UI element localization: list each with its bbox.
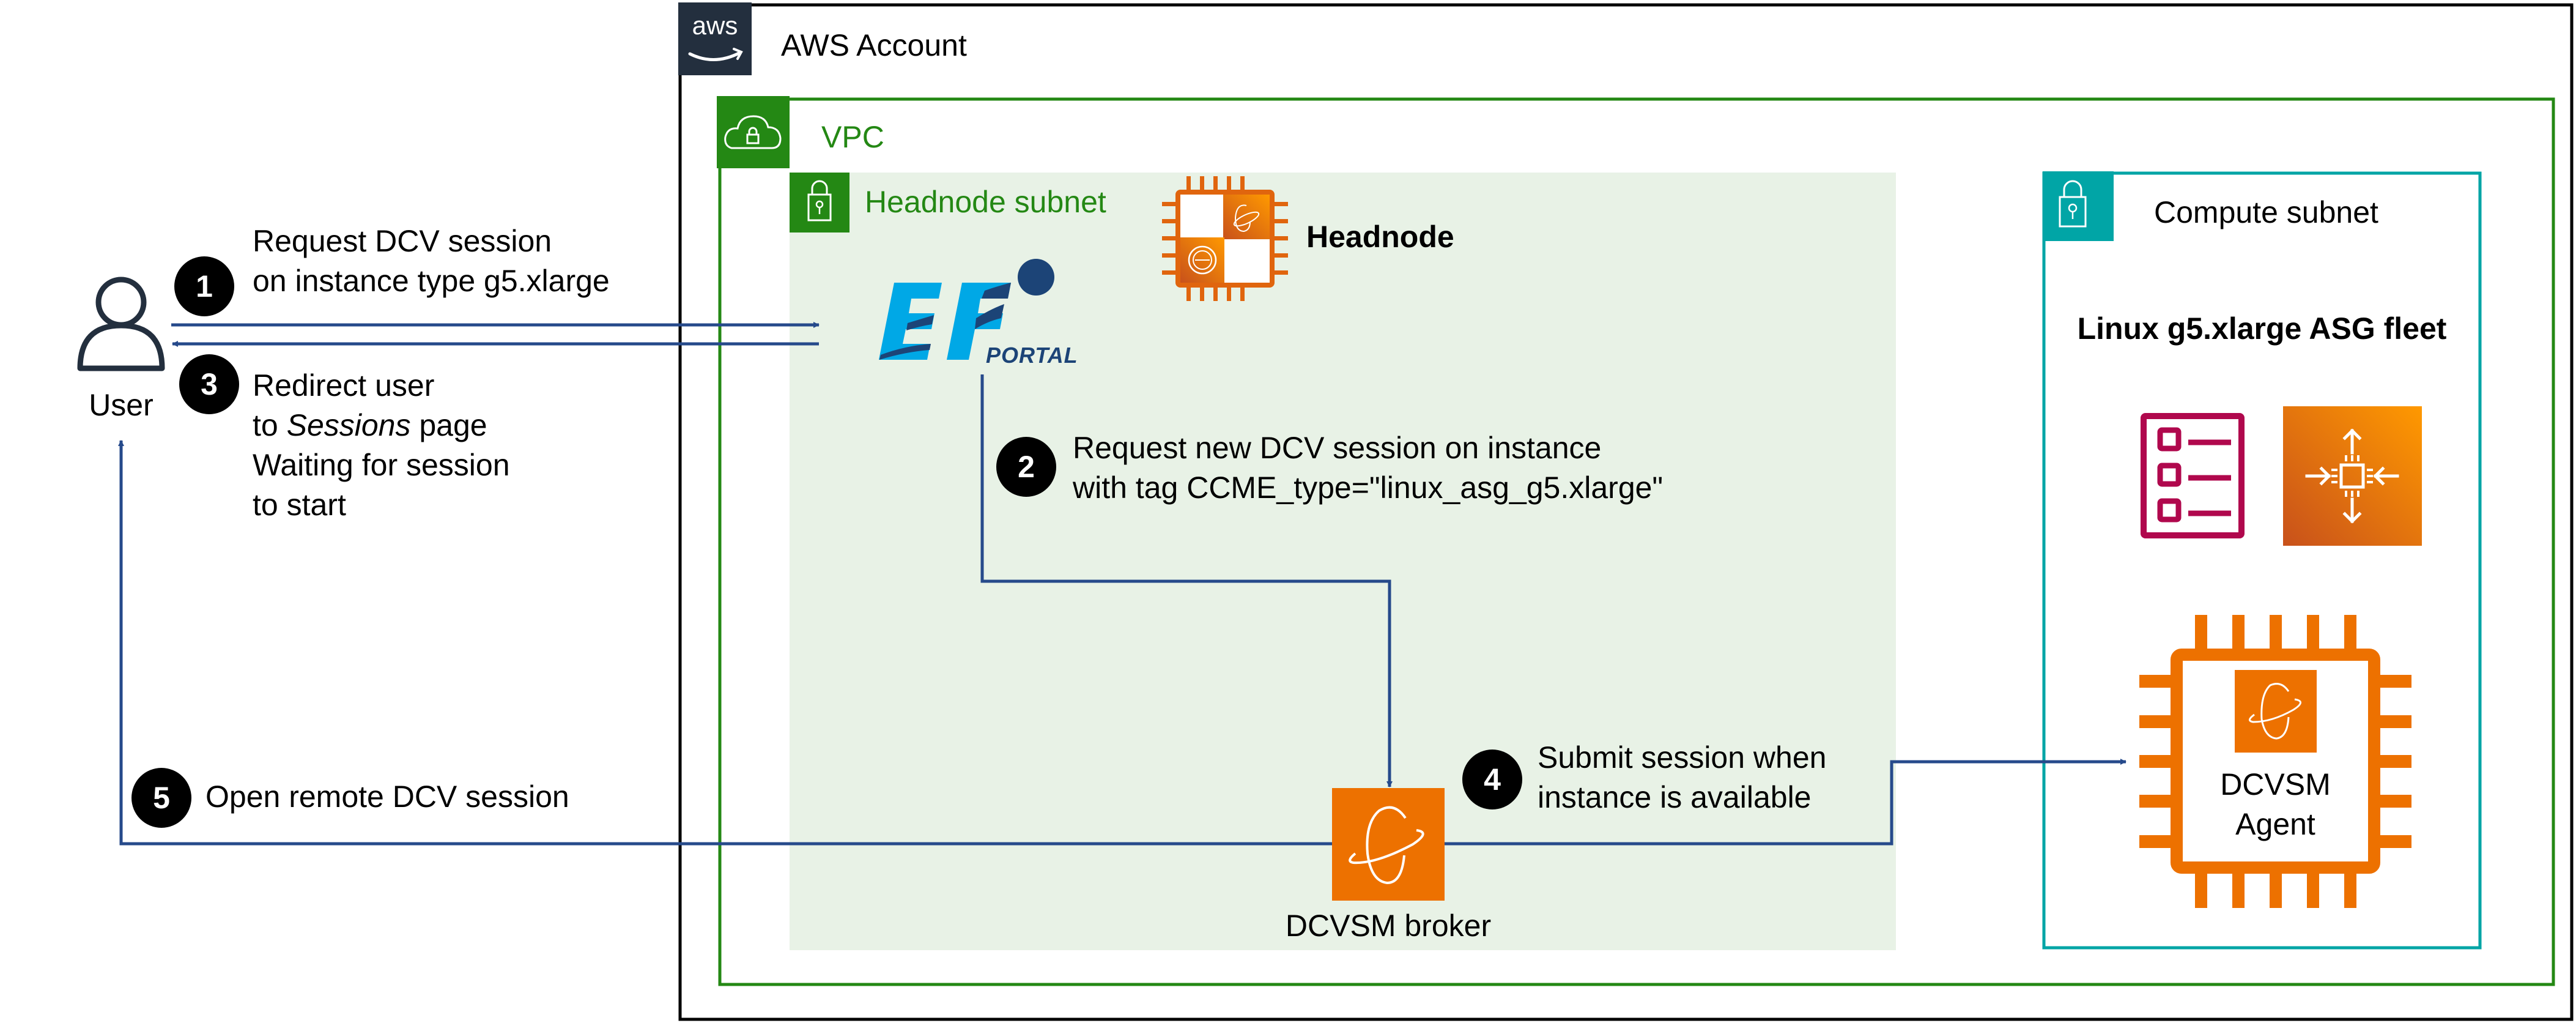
step-badge-3: 3 xyxy=(179,354,239,414)
headnode-chip-icon xyxy=(1162,176,1288,301)
step-1-line: on instance type g5.xlarge xyxy=(253,264,610,298)
launch-template-icon xyxy=(2141,413,2245,538)
arrow-step5-broker-to-user xyxy=(118,440,1332,846)
connectors xyxy=(118,322,2126,846)
agent-label-line: Agent xyxy=(2235,807,2315,841)
aws-account-container xyxy=(678,3,2574,1021)
step-badge-5: 5 xyxy=(131,768,191,828)
dcvsm-broker-label: DCVSM broker xyxy=(1285,909,1492,943)
step-badge-4: 4 xyxy=(1462,750,1522,809)
dcvsm-agent-chip-icon xyxy=(2139,615,2411,908)
aws-logo-icon xyxy=(678,2,752,75)
headnode-subnet-label: Headnode subnet xyxy=(865,185,1106,219)
headnode-subnet-lock-icon xyxy=(790,173,849,232)
user-icon xyxy=(77,277,165,371)
step-3-text-part: page xyxy=(410,408,487,442)
step-3-text: Redirect user to Sessions page Waiting f… xyxy=(253,366,510,525)
aws-account-label: AWS Account xyxy=(781,28,967,62)
step-4-line: Submit session when xyxy=(1538,740,1827,775)
step-3-line: Redirect user xyxy=(253,368,435,403)
step-1-text: Request DCV session on instance type g5.… xyxy=(253,221,610,301)
step-badge-2: 2 xyxy=(996,437,1056,497)
auto-scaling-icon xyxy=(2283,406,2422,546)
aws-badge-text: aws xyxy=(692,11,738,40)
step-3-line: to Sessions page xyxy=(253,406,510,445)
step-4-text: Submit session when instance is availabl… xyxy=(1538,738,1826,817)
step-5-text: Open remote DCV session xyxy=(205,779,569,814)
step-badge-1: 1 xyxy=(174,256,234,316)
vpc-label: VPC xyxy=(821,120,884,154)
user-label: User xyxy=(89,388,154,422)
step-3-line: Waiting for session xyxy=(253,448,510,482)
ef-portal-logo-subtext: PORTAL xyxy=(986,343,1078,368)
compute-subnet-container xyxy=(2042,171,2482,950)
step-2-text: Request new DCV session on instance with… xyxy=(1073,428,1663,508)
step-1-line: Request DCV session xyxy=(253,224,552,258)
compute-subnet-lock-icon xyxy=(2043,171,2114,241)
agent-label-line: DCVSM xyxy=(2220,767,2331,802)
vpc-cloud-lock-icon xyxy=(717,96,790,168)
arrow-step2-portal-to-broker xyxy=(980,374,1393,787)
step-2-line: with tag CCME_type="linux_asg_g5.xlarge" xyxy=(1073,471,1664,505)
sessions-page-name: Sessions xyxy=(286,408,411,442)
step-3-text-part: to xyxy=(253,408,287,442)
vpc-container xyxy=(718,97,2555,986)
step-2-line: Request new DCV session on instance xyxy=(1073,431,1602,465)
dcvsm-agent-label: DCVSM Agent xyxy=(2183,765,2368,844)
step-4-line: instance is available xyxy=(1538,780,1812,814)
arrow-step4-broker-to-agent xyxy=(1445,759,2126,846)
dcvsm-broker-icon xyxy=(1332,788,1445,901)
headnode-label: Headnode xyxy=(1306,220,1454,254)
step-3-line: to start xyxy=(253,488,346,522)
ef-portal-logo xyxy=(879,259,1054,360)
compute-subnet-label: Compute subnet xyxy=(2154,195,2378,229)
fleet-label: Linux g5.xlarge ASG fleet xyxy=(2077,311,2447,346)
